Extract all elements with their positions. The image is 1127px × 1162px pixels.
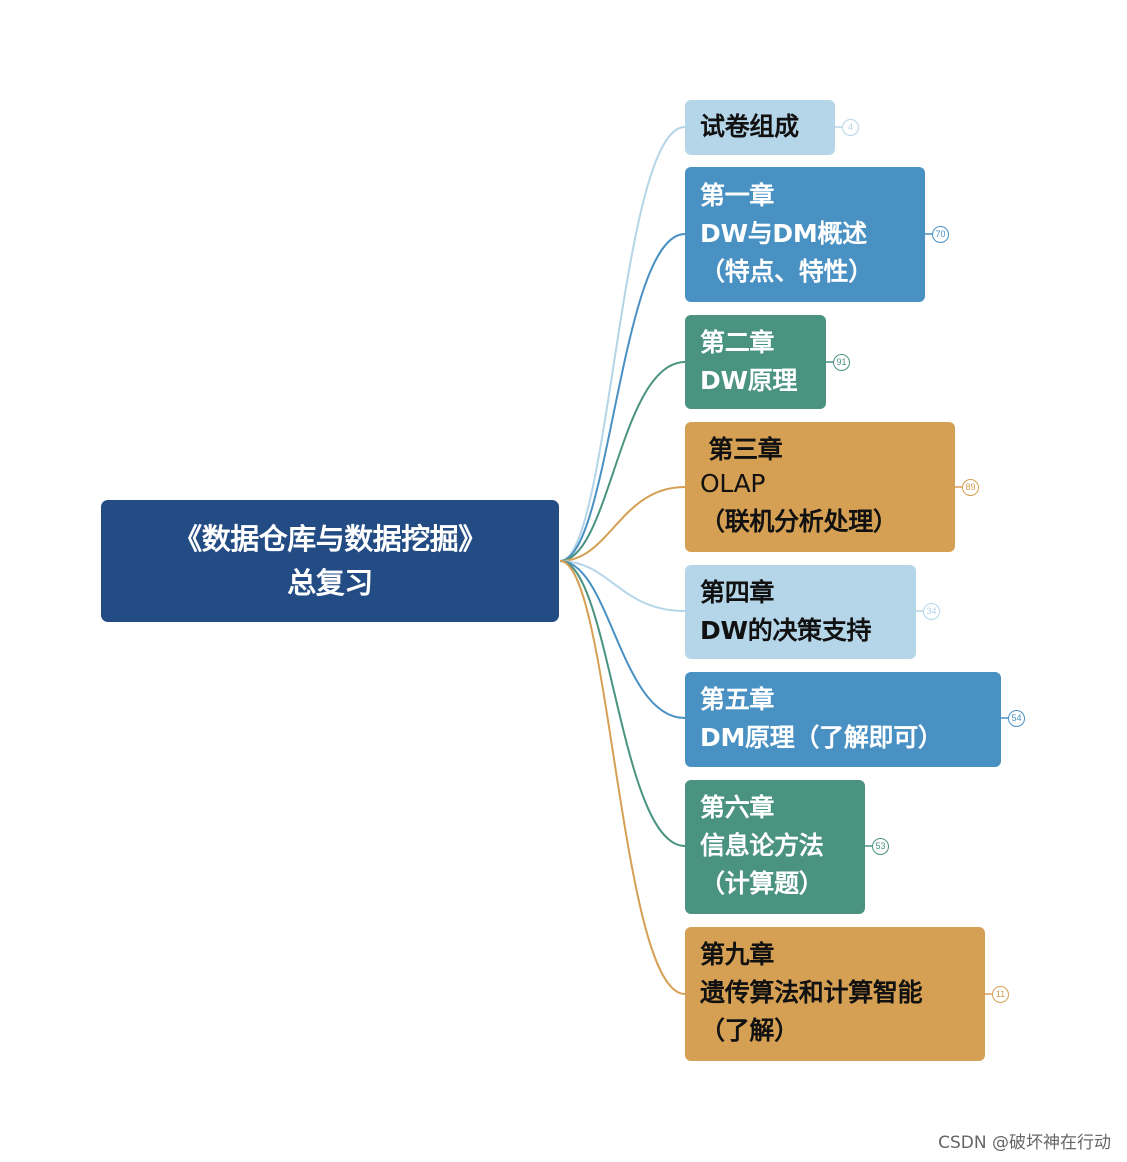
connector-branch-1: [559, 126, 686, 562]
branch-exam-composition[interactable]: 试卷组成: [685, 100, 835, 155]
topic-count-badge[interactable]: 11: [992, 986, 1009, 1003]
connector-branch-5: [559, 560, 686, 612]
branch-chapter-label: 第四章: [700, 578, 775, 607]
branch-chapter-6[interactable]: 第六章 信息论方法 （计算题）: [685, 780, 865, 914]
watermark: CSDN @破坏神在行动: [938, 1133, 1111, 1153]
connector-branch-7: [559, 560, 686, 847]
branch-chapter-label: 第三章: [700, 435, 783, 464]
topic-count-badge[interactable]: 70: [932, 226, 949, 243]
branch-topic-label: DW的决策支持: [700, 616, 872, 645]
connector-branch-2: [559, 233, 686, 562]
branch-note-label: （计算题）: [700, 869, 824, 898]
branch-topic-label: DW与DM概述: [700, 219, 867, 248]
branch-chapter-2[interactable]: 第二章 DW原理: [685, 315, 826, 409]
branch-note-label: （联机分析处理）: [700, 507, 898, 536]
connector-branch-4: [559, 486, 686, 562]
branch-label: 试卷组成: [700, 112, 799, 141]
branch-topic-label: DM原理（了解即可）: [700, 723, 943, 752]
branch-chapter-label: 第二章: [700, 328, 775, 357]
topic-count-badge[interactable]: 89: [962, 479, 979, 496]
branch-chapter-1[interactable]: 第一章 DW与DM概述 （特点、特性）: [685, 167, 925, 302]
topic-count-badge[interactable]: 53: [872, 838, 889, 855]
branch-chapter-label: 第六章: [700, 793, 775, 822]
branch-chapter-5[interactable]: 第五章 DM原理（了解即可）: [685, 672, 1001, 767]
root-topic[interactable]: 《数据仓库与数据挖掘》 总复习: [101, 500, 559, 622]
branch-chapter-label: 第一章: [700, 181, 775, 210]
branch-topic-label: 遗传算法和计算智能: [700, 978, 923, 1007]
topic-count-badge[interactable]: 34: [923, 603, 940, 620]
branch-note-label: （了解）: [700, 1016, 799, 1045]
branch-chapter-4[interactable]: 第四章 DW的决策支持: [685, 565, 916, 659]
branch-chapter-label: 第九章: [700, 940, 775, 969]
root-subtitle: 总复习: [287, 566, 373, 600]
branch-note-label: （特点、特性）: [700, 257, 873, 286]
topic-count-badge[interactable]: 54: [1008, 710, 1025, 727]
connector-branch-6: [559, 560, 686, 719]
topic-count-badge[interactable]: 91: [833, 354, 850, 371]
branch-topic-label: 信息论方法: [700, 831, 824, 860]
connector-branch-3: [559, 361, 686, 562]
topic-count-badge[interactable]: 4: [842, 119, 859, 136]
branch-chapter-label: 第五章: [700, 685, 775, 714]
root-title: 《数据仓库与数据挖掘》: [173, 522, 487, 556]
branch-chapter-9[interactable]: 第九章 遗传算法和计算智能 （了解）: [685, 927, 985, 1061]
branch-topic-label: OLAP: [700, 469, 766, 498]
connector-branch-8: [559, 560, 686, 995]
branch-topic-label: DW原理: [700, 366, 798, 395]
branch-chapter-3[interactable]: 第三章 OLAP （联机分析处理）: [685, 422, 955, 552]
